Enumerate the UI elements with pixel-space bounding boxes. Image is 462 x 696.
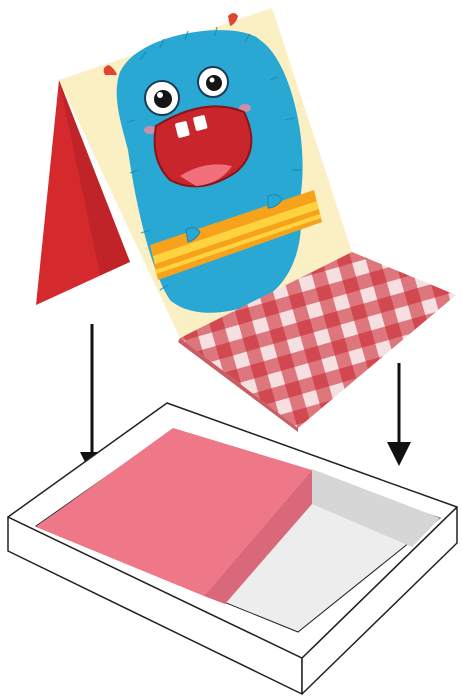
fur-texture (126, 26, 303, 291)
right-hand (267, 194, 283, 209)
gingham-tray-panel (180, 252, 456, 428)
monster-tongue (180, 164, 232, 186)
left-tooth (175, 121, 190, 138)
insert-top (36, 428, 312, 596)
gingham-tray-edge (178, 338, 298, 432)
back-flap-shade (59, 80, 130, 275)
right-pupil (206, 75, 222, 91)
right-tooth (193, 115, 208, 131)
left-horn (103, 65, 117, 75)
box-inner-wall (312, 469, 440, 547)
left-hand (185, 226, 201, 243)
monster-card (59, 8, 352, 338)
right-cheek (239, 104, 251, 112)
belt-stripe (153, 201, 319, 264)
pink-insert-block (36, 428, 312, 604)
right-horn (228, 13, 238, 26)
right-arrow (387, 363, 411, 466)
left-cheek (144, 126, 156, 134)
left-pupil (154, 90, 172, 108)
insert-side (204, 470, 312, 604)
